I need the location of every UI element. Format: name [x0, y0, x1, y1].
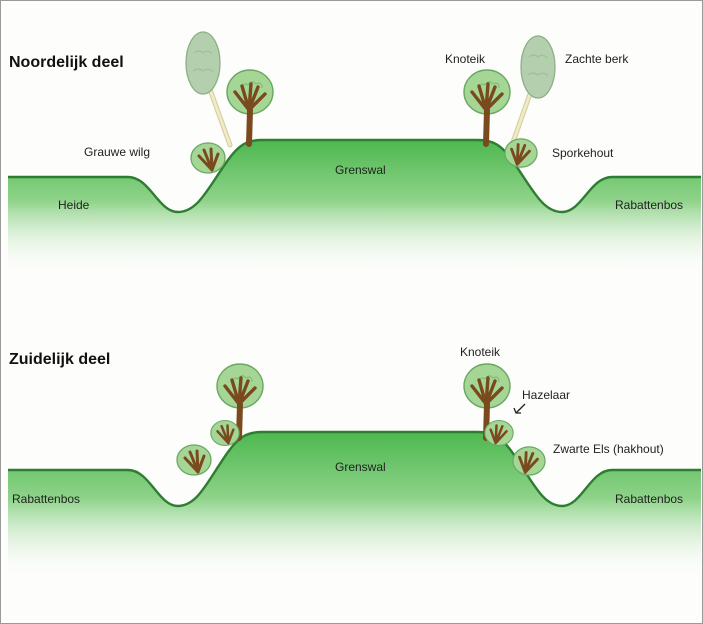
label-sporkehout: Sporkehout [552, 146, 614, 160]
label-grenswal: Grenswal [335, 163, 386, 177]
south-section: Zuidelijk deel Knoteik [8, 345, 701, 580]
label-heide: Heide [58, 198, 90, 212]
north-section: Noordelijk deel Grauwe [8, 32, 701, 275]
alder-coppice-icon [177, 445, 211, 475]
label-hazelaar: Hazelaar [522, 388, 570, 402]
buckthorn-shrub-icon [505, 139, 537, 167]
label-rabattenbos: Rabattenbos [615, 198, 683, 212]
birch-tree-icon [186, 32, 230, 145]
label-grauwe-wilg: Grauwe wilg [84, 145, 150, 159]
hazel-shrub-icon [211, 421, 239, 446]
willow-shrub-icon [191, 143, 225, 173]
hazel-shrub-icon [485, 421, 513, 446]
label-rabattenbos-left: Rabattenbos [12, 492, 80, 506]
north-title: Noordelijk deel [9, 54, 124, 71]
south-title: Zuidelijk deel [9, 351, 110, 368]
label-rabattenbos-right: Rabattenbos [615, 492, 683, 506]
label-zwarte-els: Zwarte Els (hakhout) [553, 442, 664, 456]
pointer-arrow-icon [514, 404, 525, 413]
birch-tree-icon [512, 36, 555, 145]
pollard-oak-icon [464, 70, 510, 144]
alder-coppice-icon [513, 447, 545, 475]
label-knoteik: Knoteik [445, 52, 486, 66]
label-grenswal: Grenswal [335, 460, 386, 474]
oak-tree-icon [227, 70, 273, 144]
label-knoteik: Knoteik [460, 345, 501, 359]
label-zachte-berk: Zachte berk [565, 52, 629, 66]
north-ground [8, 140, 701, 275]
